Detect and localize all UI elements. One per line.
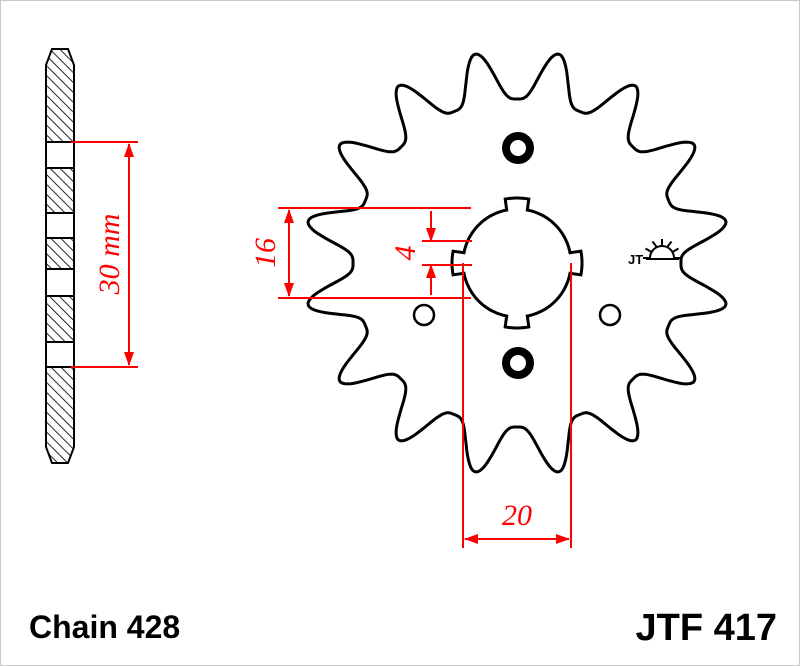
dimension-hub-width: 30 mm <box>71 141 138 368</box>
side-view-white-band <box>47 269 73 296</box>
side-view-section-lines <box>46 141 74 368</box>
hub-width-value: 30 mm <box>93 214 126 296</box>
side-view-white-band <box>47 213 73 238</box>
rivet-hole-top <box>502 132 534 164</box>
rivet-hole-bottom <box>502 347 534 379</box>
side-view-white-band <box>47 342 73 367</box>
logo-text: JT <box>628 252 643 267</box>
dimension-spline-depth: 4 <box>389 211 472 295</box>
dimension-spline-span: 16 <box>249 207 471 299</box>
part-number-label: JTF 417 <box>635 607 777 649</box>
sprocket-side-view <box>45 48 75 464</box>
chain-size-label: Chain 428 <box>29 609 180 645</box>
lightening-hole-left <box>412 303 436 327</box>
dimension-bore-diameter: 20 <box>462 263 572 548</box>
logo-sun-arc <box>649 245 675 259</box>
spline-span-value: 16 <box>249 238 282 268</box>
lightening-hole-right <box>598 303 622 327</box>
spline-depth-value: 4 <box>389 246 422 261</box>
jt-sunrise-logo-icon: JT <box>628 239 681 267</box>
side-view-profile <box>45 48 75 464</box>
spline-bore <box>450 196 584 330</box>
bore-diameter-value: 20 <box>502 499 532 532</box>
side-view-white-band <box>47 142 73 168</box>
sprocket-front-view: JT <box>306 52 728 474</box>
